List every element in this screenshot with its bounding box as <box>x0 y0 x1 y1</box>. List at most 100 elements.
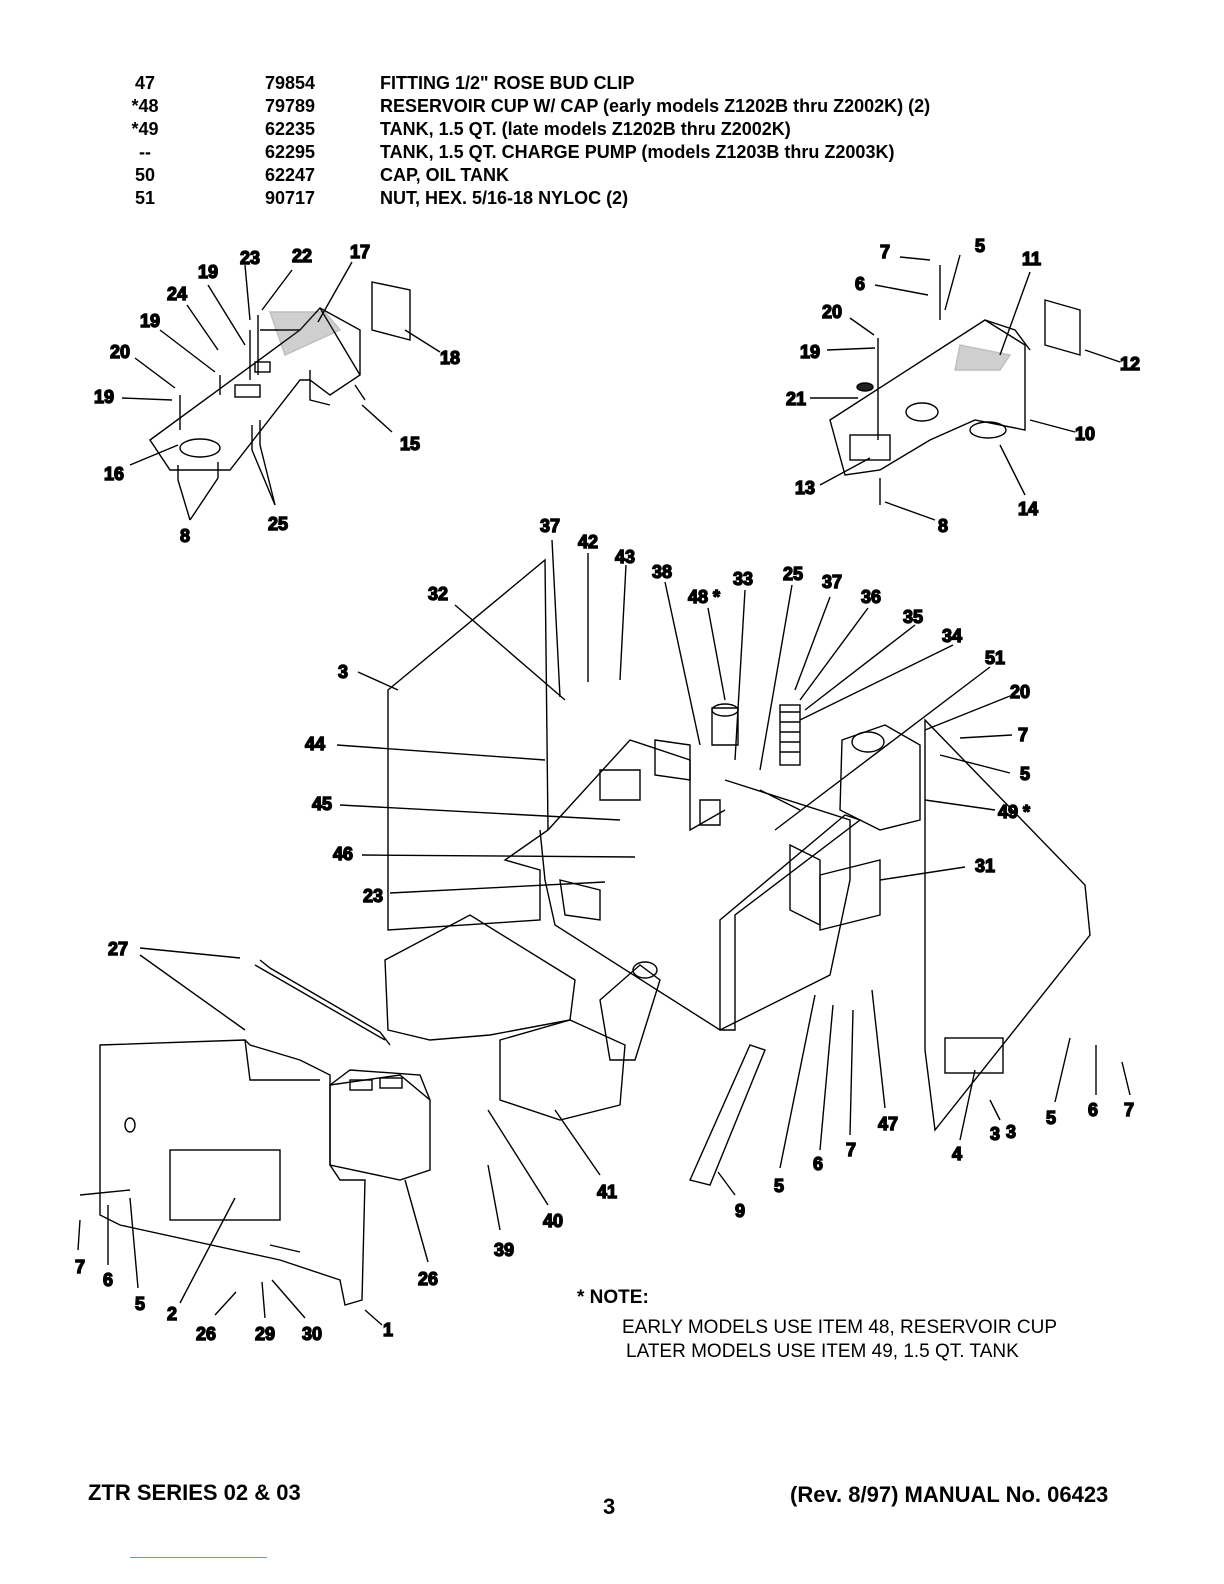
callout-label: 25 <box>268 514 288 534</box>
callout-label: 37 <box>540 516 560 536</box>
footer-series: ZTR SERIES 02 & 03 <box>88 1480 301 1505</box>
callout-label: 24 <box>167 284 187 304</box>
callout-label: 47 <box>878 1114 898 1134</box>
callout-label: 5 <box>135 1294 145 1314</box>
callout-label: 16 <box>104 464 124 484</box>
callout-label: 48 * <box>688 587 720 607</box>
callout-label: 31 <box>975 856 995 876</box>
callout-label: 19 <box>800 342 820 362</box>
callout-label: 8 <box>180 526 190 546</box>
part-description: FITTING 1/2" ROSE BUD CLIP <box>380 73 635 93</box>
callout-label: 11 <box>1022 249 1041 269</box>
table-row: 51 90717 NUT, HEX. 5/16-18 NYLOC (2) <box>90 187 1090 210</box>
callout-label: 26 <box>418 1269 438 1289</box>
part-description: RESERVOIR CUP W/ CAP (early models Z1202… <box>380 96 931 116</box>
right-seat-panel-drawing <box>829 265 1081 505</box>
callout-leader-lines <box>77 254 1131 1326</box>
callout-label: 5 <box>774 1176 784 1196</box>
callout-label: 8 <box>938 516 948 536</box>
part-number: 90717 <box>264 188 316 208</box>
item-number: 51 <box>134 188 156 208</box>
callout-label: 20 <box>1010 682 1030 702</box>
callout-label: 7 <box>880 242 890 262</box>
part-number: 79789 <box>264 96 316 116</box>
callout-label: 49 * <box>998 802 1030 822</box>
callout-label: 23 <box>363 886 383 906</box>
callout-label: 20 <box>110 342 130 362</box>
callout-label: 12 <box>1120 354 1140 374</box>
callout-label: 35 <box>903 607 923 627</box>
page-number: 3 <box>603 1494 616 1519</box>
callout-label: 14 <box>1018 499 1038 519</box>
callout-label: 1 <box>383 1320 393 1340</box>
callout-label: 33 <box>733 569 753 589</box>
callout-label: 32 <box>428 584 448 604</box>
callout-label: 9 <box>735 1201 745 1221</box>
item-number: 47 <box>134 73 156 93</box>
parts-table: 47 79854 FITTING 1/2" ROSE BUD CLIP *48 … <box>90 72 1090 210</box>
table-row: -- 62295 TANK, 1.5 QT. CHARGE PUMP (mode… <box>90 141 1090 164</box>
left-seat-panel-drawing <box>149 281 411 480</box>
callout-label: 7 <box>75 1257 85 1277</box>
callout-label: 15 <box>400 434 420 454</box>
callout-label: 44 <box>305 734 325 754</box>
callout-label: 30 <box>302 1324 322 1344</box>
callout-label: 37 <box>822 572 842 592</box>
callout-label: 5 <box>1020 764 1030 784</box>
callout-label: 3 <box>338 662 348 682</box>
callout-label: 39 <box>494 1240 514 1260</box>
callout-label: 45 <box>312 794 332 814</box>
callout-label: 40 <box>543 1211 563 1231</box>
callout-label: 19 <box>94 387 114 407</box>
part-number: 62235 <box>264 119 316 139</box>
callout-label: 21 <box>786 389 806 409</box>
callout-label: 6 <box>813 1154 823 1174</box>
callout-label: 23 <box>240 248 260 268</box>
callout-label: 42 <box>578 532 598 552</box>
callout-label: 2 <box>167 1304 177 1324</box>
callout-label: 43 <box>615 547 635 567</box>
callout-label: 3 <box>1006 1122 1016 1142</box>
item-number: *49 <box>131 119 159 139</box>
callout-label: 7 <box>1124 1100 1134 1120</box>
item-number: *48 <box>131 96 159 116</box>
callout-label: 5 <box>975 236 985 256</box>
part-number: 62247 <box>264 165 316 185</box>
table-row: *48 79789 RESERVOIR CUP W/ CAP (early mo… <box>90 95 1090 118</box>
callout-label: 38 <box>652 562 672 582</box>
callout-label: 5 <box>1046 1108 1056 1128</box>
note-line-early-models: EARLY MODELS USE ITEM 48, RESERVOIR CUP <box>622 1317 1058 1338</box>
part-number: 79854 <box>264 73 316 93</box>
part-description: NUT, HEX. 5/16-18 NYLOC (2) <box>380 188 629 208</box>
callout-label: 19 <box>140 311 160 331</box>
callout-label: 17 <box>350 242 370 262</box>
callout-label: 20 <box>822 302 842 322</box>
note-title: * NOTE: <box>577 1287 649 1308</box>
callout-label: 41 <box>597 1182 617 1202</box>
callout-label: 27 <box>108 939 128 959</box>
callout-label: 34 <box>942 626 962 646</box>
part-description: TANK, 1.5 QT. (late models Z1202B thru Z… <box>380 119 791 139</box>
bottom-rule <box>130 1557 267 1558</box>
callout-label: 51 <box>985 648 1005 668</box>
callout-label: 22 <box>292 246 312 266</box>
table-row: *49 62235 TANK, 1.5 QT. (late models Z12… <box>90 118 1090 141</box>
callout-label: 6 <box>1088 1100 1098 1120</box>
callout-label: 6 <box>103 1270 113 1290</box>
callout-label: 19 <box>198 262 218 282</box>
callout-label: 18 <box>440 348 460 368</box>
callout-label: 36 <box>861 587 881 607</box>
item-number: -- <box>139 142 151 162</box>
table-row: 47 79854 FITTING 1/2" ROSE BUD CLIP <box>90 72 1090 95</box>
callout-label: 25 <box>783 564 803 584</box>
callout-label: 26 <box>196 1324 216 1344</box>
note-line-later-models: LATER MODELS USE ITEM 49, 1.5 QT. TANK <box>626 1341 1019 1362</box>
footer-manual-number: (Rev. 8/97) MANUAL No. 06423 <box>790 1482 1109 1507</box>
callout-label: 7 <box>846 1140 856 1160</box>
table-row: 50 62247 CAP, OIL TANK <box>90 164 1090 187</box>
callout-label: 10 <box>1075 424 1095 444</box>
callout-label: 6 <box>855 274 865 294</box>
callout-label: 29 <box>255 1324 275 1344</box>
callout-label: 13 <box>795 478 815 498</box>
